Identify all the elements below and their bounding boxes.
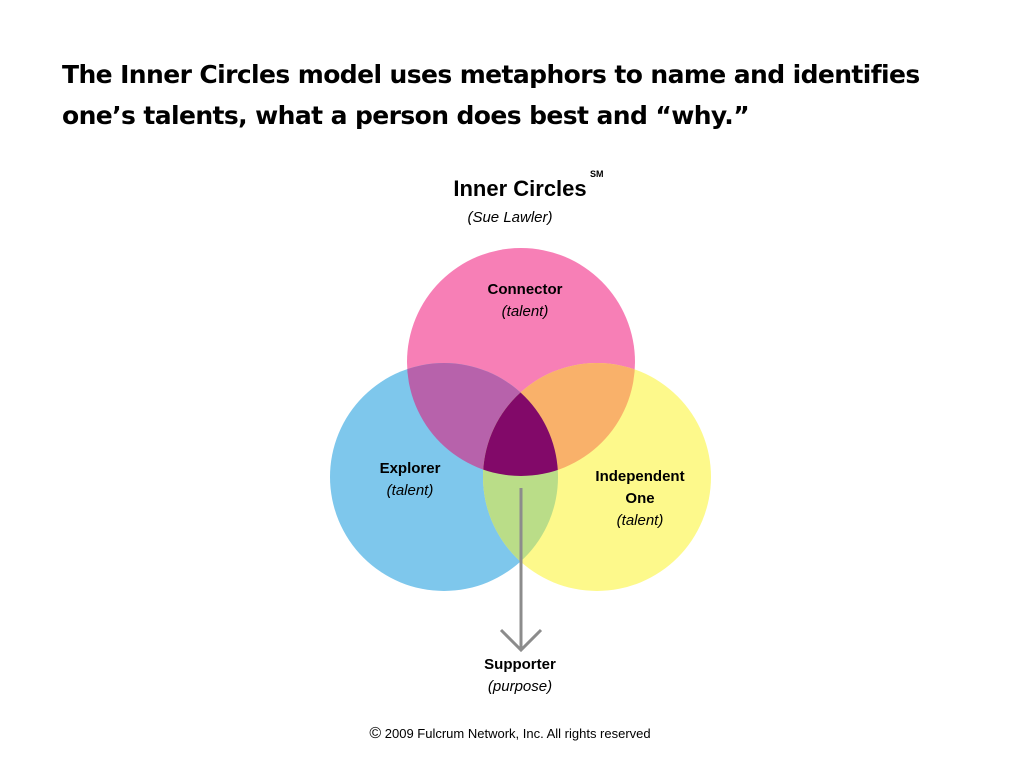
copyright-symbol: © <box>369 725 382 742</box>
connector-role: (talent) <box>501 303 549 320</box>
connector-name: Connector <box>487 281 563 298</box>
arrow-head <box>499 628 543 653</box>
service-mark: SM <box>590 169 604 179</box>
copyright-notice: © 2009 Fulcrum Network, Inc. All rights … <box>350 725 670 743</box>
explorer-role: (talent) <box>386 482 434 499</box>
independent-one-name-line-1: Independent <box>595 468 685 485</box>
supporter-label: Supporter (purpose) <box>455 654 585 698</box>
independent-one-label: Independent One (talent) <box>575 466 705 532</box>
diagram-heading: Inner Circles <box>453 176 587 201</box>
supporter-role: (purpose) <box>487 678 553 695</box>
supporter-name: Supporter <box>484 656 556 673</box>
slide-title-line-1: The Inner Circles model uses metaphors t… <box>62 60 920 89</box>
slide-title: The Inner Circles model uses metaphors t… <box>62 54 982 136</box>
slide-title-line-2: one’s talents, what a person does best a… <box>62 101 750 130</box>
independent-one-name-line-2: One <box>625 490 655 507</box>
diagram-author: (Sue Lawler) <box>467 209 553 226</box>
center-overlap <box>483 363 558 476</box>
copyright-text: 2009 Fulcrum Network, Inc. All rights re… <box>381 726 651 741</box>
explorer-name: Explorer <box>379 460 441 477</box>
explorer-label: Explorer (talent) <box>350 458 470 502</box>
connector-label: Connector (talent) <box>455 279 595 323</box>
independent-one-role: (talent) <box>616 512 664 529</box>
